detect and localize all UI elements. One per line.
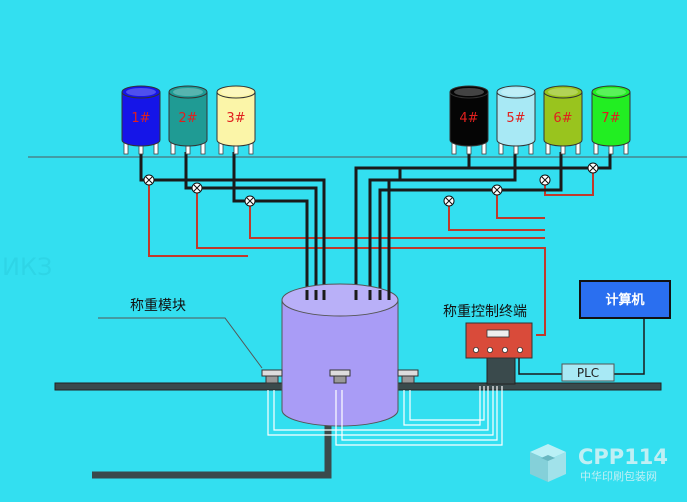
tank-body: [449, 91, 489, 147]
watermark-subtitle: 中华印刷包装网: [580, 469, 657, 483]
tank-label: 2#: [178, 111, 197, 126]
tank-label: 1#: [131, 111, 150, 126]
tank-lid: [543, 85, 583, 99]
dye-tank-2[interactable]: 2#: [168, 85, 208, 155]
dye-tank-7[interactable]: 7#: [591, 85, 631, 155]
tank-label: 6#: [553, 111, 572, 126]
valve-icon[interactable]: [443, 195, 455, 207]
control-terminal-label: 称重控制终端: [443, 304, 527, 320]
plc-box[interactable]: PLC: [561, 363, 615, 382]
valve-icon[interactable]: [587, 162, 599, 174]
terminal-button[interactable]: [472, 346, 479, 353]
computer-box[interactable]: 计算机: [579, 280, 671, 319]
load-cell-icon[interactable]: [397, 369, 419, 384]
dye-tank-4[interactable]: 4#: [449, 85, 489, 155]
tank-lid: [496, 85, 536, 99]
tank-body: [496, 91, 536, 147]
valve-icon[interactable]: [191, 182, 203, 194]
control-terminal[interactable]: [465, 322, 533, 385]
tank-lid-highlight: [221, 88, 251, 96]
load-cell-group: [261, 369, 419, 384]
valve-icon[interactable]: [491, 184, 503, 196]
tank-lid-highlight: [548, 88, 578, 96]
plc-label: PLC: [577, 366, 599, 380]
tank-lid-highlight: [501, 88, 531, 96]
load-cell-icon[interactable]: [261, 369, 283, 384]
tank-lid-highlight: [173, 88, 203, 96]
tank-lid: [121, 85, 161, 99]
tank-lid-highlight: [454, 88, 484, 96]
load-cell-wires: [267, 386, 503, 446]
tank-label: 3#: [226, 111, 245, 126]
tank-lid: [216, 85, 256, 99]
watermark-brand: CPP114: [578, 445, 668, 469]
feed-pipes: [139, 152, 612, 300]
tank-body: [591, 91, 631, 147]
tank-lid: [449, 85, 489, 99]
valve-icon[interactable]: [539, 174, 551, 186]
drain-pipe: [92, 425, 332, 479]
dye-tank-5[interactable]: 5#: [496, 85, 536, 155]
ghost-watermark: ИКЗ: [2, 253, 52, 281]
dye-tank-1[interactable]: 1#: [121, 85, 161, 155]
load-cell-icon[interactable]: [329, 369, 351, 384]
tank-body: [543, 91, 583, 147]
tank-label: 4#: [459, 111, 478, 126]
valve-icon[interactable]: [143, 174, 155, 186]
valve-icon[interactable]: [244, 195, 256, 207]
terminal-button[interactable]: [486, 346, 493, 353]
weighing-module-leader: [98, 317, 263, 369]
computer-label: 计算机: [605, 292, 644, 308]
tank-body: [216, 91, 256, 147]
weighing-vessel[interactable]: [281, 283, 399, 427]
terminal-display: [486, 329, 510, 338]
valve-group: [143, 162, 599, 207]
tank-body: [168, 91, 208, 147]
terminal-button[interactable]: [517, 346, 524, 353]
control-wiring: [518, 318, 645, 375]
dye-tanks: 1# 2# 3# 4# 5# 6# 7#: [121, 85, 631, 155]
tank-lid-highlight: [126, 88, 156, 96]
terminal-button[interactable]: [501, 346, 508, 353]
dye-tank-6[interactable]: 6#: [543, 85, 583, 155]
tank-label: 7#: [601, 111, 620, 126]
tank-label: 5#: [506, 111, 525, 126]
tank-lid: [168, 85, 208, 99]
tank-lid: [591, 85, 631, 99]
tank-body: [121, 91, 161, 147]
dye-tank-3[interactable]: 3#: [216, 85, 256, 155]
cpp114-logo: CPP114 中华印刷包装网: [530, 444, 668, 483]
tank-lid-highlight: [596, 88, 626, 96]
cpp114-cube-logo: [530, 444, 566, 482]
weighing-module-label: 称重模块: [130, 298, 186, 314]
